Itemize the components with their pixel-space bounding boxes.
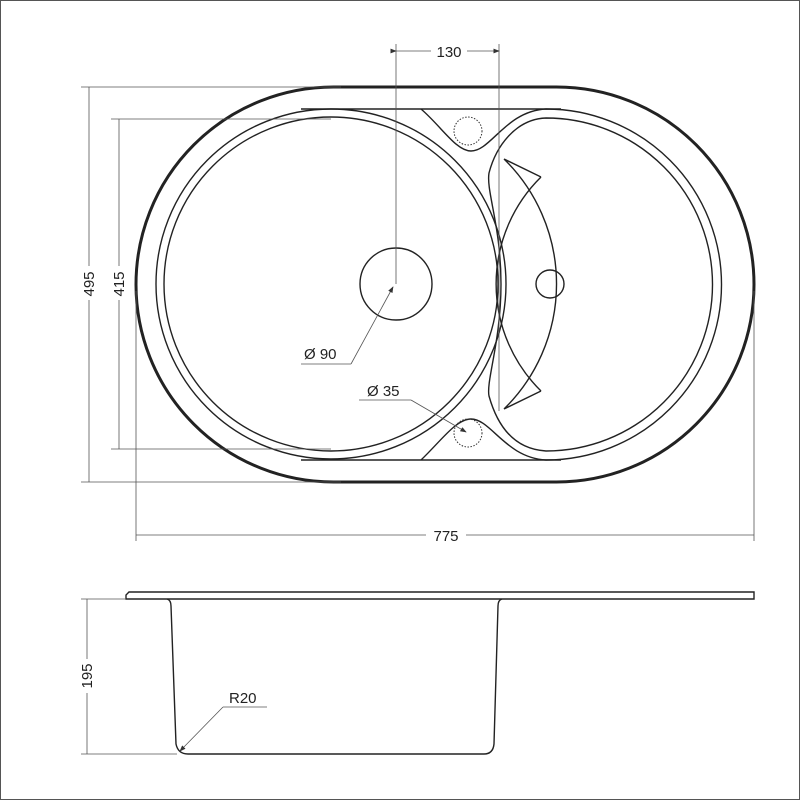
- tap-hole-diameter-label: Ø 35: [367, 383, 400, 400]
- tap-hole-bottom: [453, 418, 483, 448]
- dim-415: 415: [111, 119, 128, 449]
- drainer-crescent: [495, 158, 558, 410]
- dim-775-label: 775: [433, 528, 458, 545]
- leader-tap-hole-diameter: Ø 35: [359, 383, 467, 433]
- dim-130: 130: [390, 44, 500, 61]
- dim-195: 195: [79, 599, 96, 754]
- drainboard-inner: [487, 117, 714, 452]
- dim-195-label: 195: [79, 663, 96, 688]
- tap-hole-top: [453, 116, 483, 146]
- dim-495-label: 495: [81, 271, 98, 296]
- sink-outer-outline: [134, 85, 756, 484]
- drain-diameter-label: Ø 90: [304, 346, 337, 363]
- dim-495: 495: [81, 87, 98, 482]
- dim-775: 775: [136, 525, 754, 545]
- overflow-hole: [535, 269, 565, 299]
- main-bowl-outer: [155, 108, 507, 460]
- leader-corner-radius: R20: [179, 690, 267, 752]
- dim-415-label: 415: [111, 271, 128, 296]
- dim-130-label: 130: [436, 44, 461, 61]
- main-bowl-inner: [163, 116, 499, 452]
- sink-deck-profile: [125, 591, 755, 600]
- top-view: 130 495 415 775 Ø 90 Ø 35: [81, 44, 756, 545]
- side-view: 195 R20: [79, 591, 755, 755]
- corner-radius-label: R20: [229, 690, 257, 707]
- leader-drain-diameter: Ø 90: [301, 286, 394, 365]
- drainboard-outer: [420, 108, 723, 461]
- bowl-profile: [166, 598, 503, 755]
